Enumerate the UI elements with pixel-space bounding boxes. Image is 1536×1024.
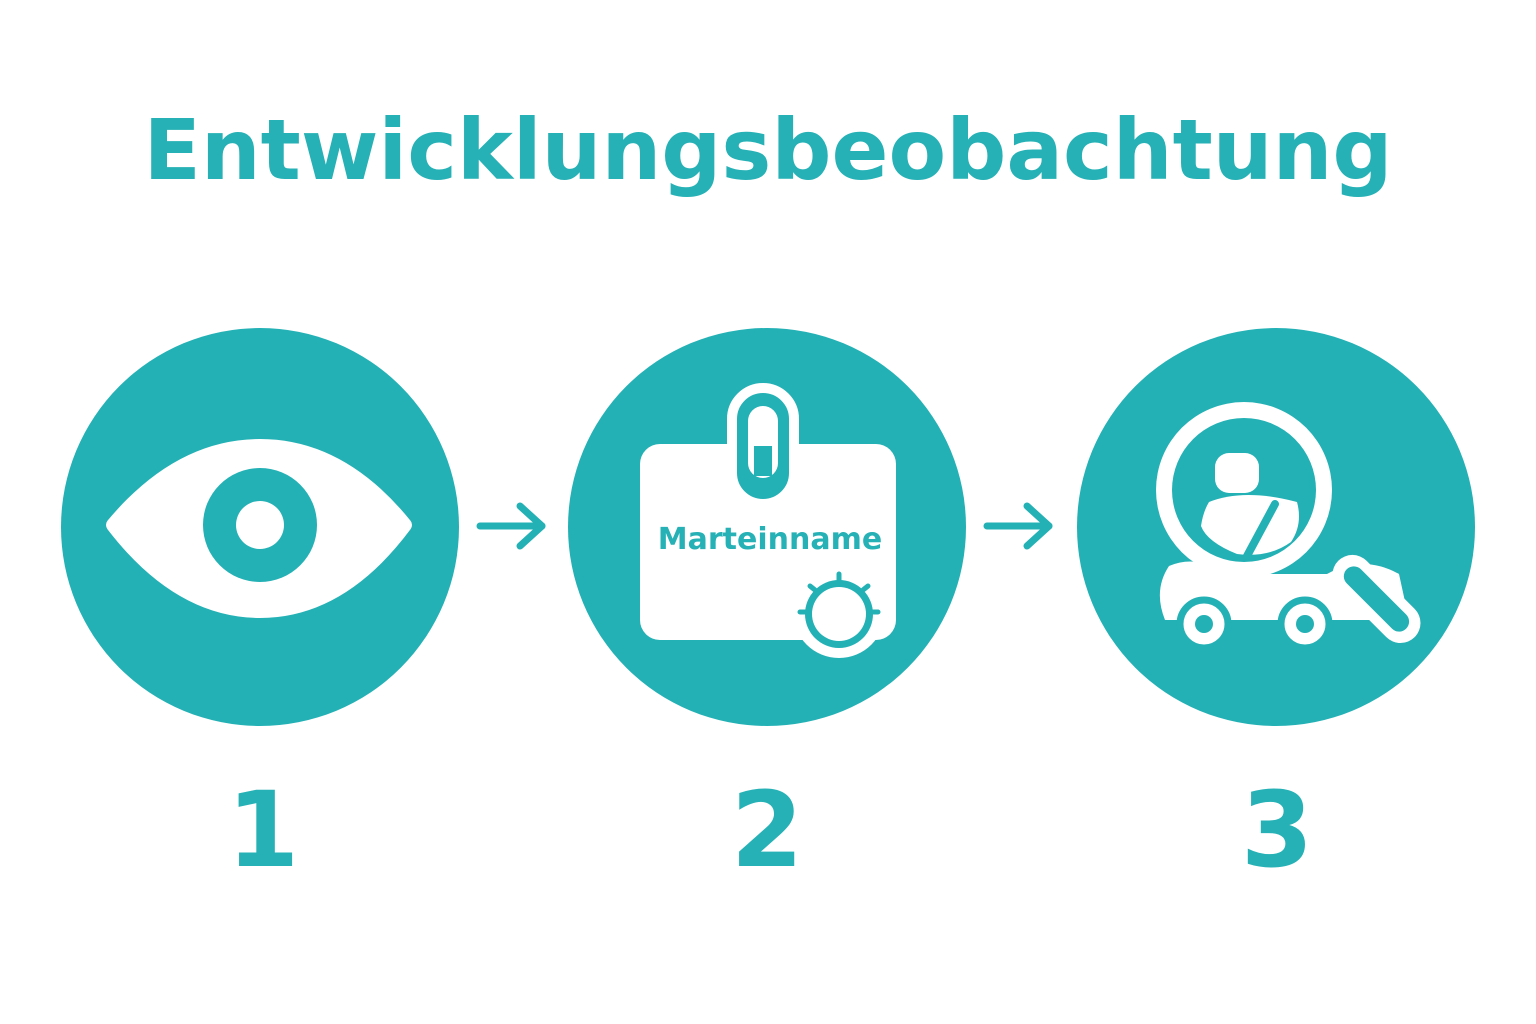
step-2-circle: Marteinname — [568, 328, 966, 726]
arrow-right-icon — [983, 502, 1053, 550]
step-number-1: 1 — [226, 769, 300, 891]
magnifier-child-icon — [1156, 402, 1421, 652]
step-3-circle — [1077, 328, 1475, 726]
name-tag-label: Marteinname — [657, 522, 883, 557]
name-tag-icon — [640, 383, 896, 658]
step-1-circle — [61, 328, 459, 726]
diagram-title: Entwicklungsbeobachtung — [143, 101, 1393, 199]
step-number-2: 2 — [730, 769, 804, 891]
step-number-3: 3 — [1240, 769, 1314, 891]
arrow-right-icon — [476, 502, 546, 550]
eye-icon — [106, 439, 412, 618]
